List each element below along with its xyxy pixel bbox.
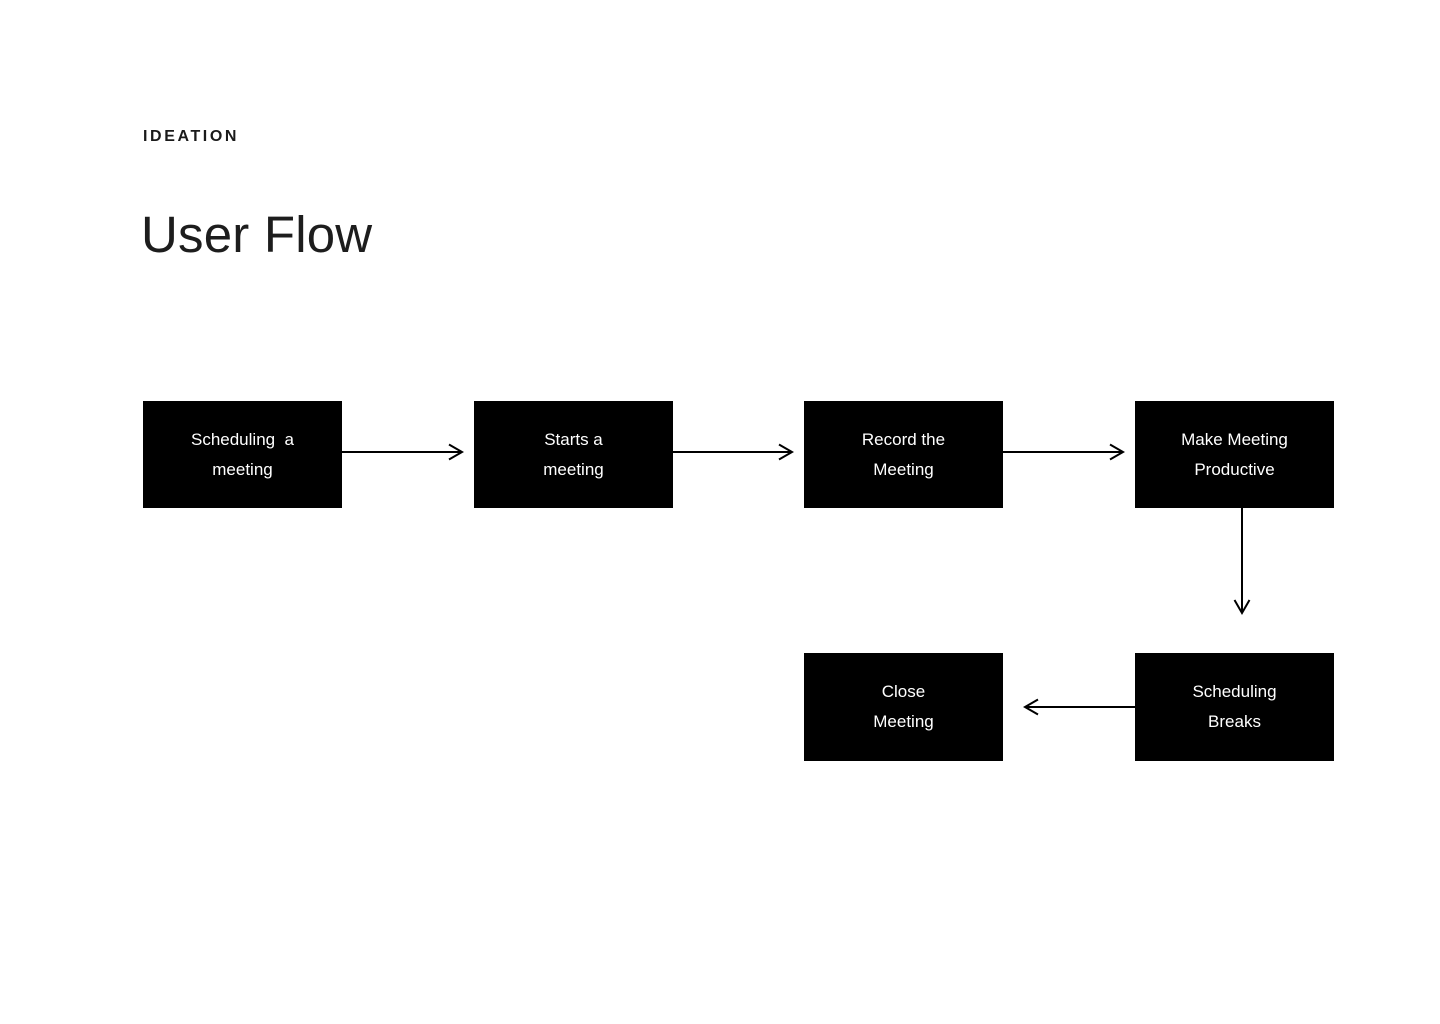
arrow-productive-to-breaks-icon (1233, 508, 1251, 616)
arrow-breaks-to-close-icon (1022, 698, 1135, 716)
flow-node-scheduling-a-meeting: Scheduling a meeting (143, 401, 342, 508)
page-title: User Flow (141, 206, 373, 263)
arrow-starts-to-record-icon (672, 443, 795, 461)
flow-node-label: Scheduling Breaks (1192, 682, 1277, 731)
flow-node-scheduling-breaks: Scheduling Breaks (1135, 653, 1334, 761)
flow-node-label: Scheduling a meeting (190, 429, 295, 479)
flow-node-record-the-meeting: Record the Meeting (804, 401, 1003, 508)
flow-node-label: Make Meeting Productive (1181, 429, 1288, 479)
flow-node-label: Starts a meeting (543, 429, 604, 479)
flow-node-make-meeting-productive: Make Meeting Productive (1135, 401, 1334, 508)
flow-node-label: Record the Meeting (861, 429, 946, 479)
flow-node-starts-a-meeting: Starts a meeting (474, 401, 673, 508)
arrow-record-to-productive-icon (1003, 443, 1126, 461)
flow-node-close-meeting: Close Meeting (804, 653, 1003, 761)
section-label: IDEATION (143, 128, 240, 145)
flow-node-label: Close Meeting (873, 682, 934, 731)
arrow-scheduling-to-starts-icon (342, 443, 465, 461)
